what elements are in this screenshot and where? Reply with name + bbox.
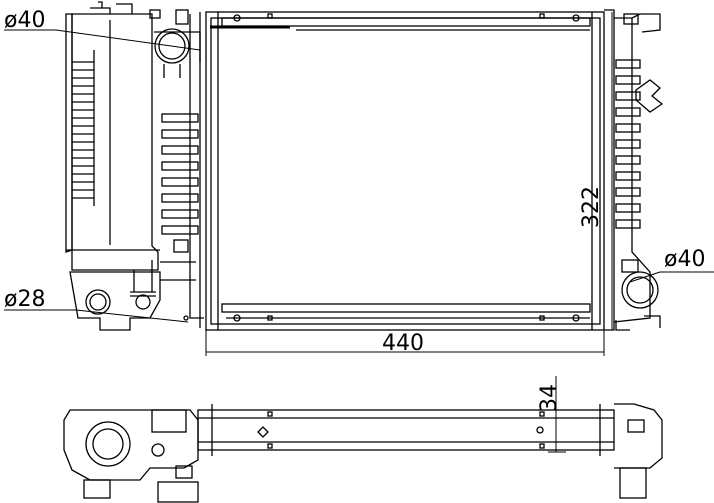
left-tank <box>65 1 204 331</box>
coil-spring <box>72 20 111 245</box>
tank-ribs-left <box>161 113 199 253</box>
dimension-lines <box>4 12 714 453</box>
lower-port-diameter-label: ø28 <box>4 287 45 312</box>
bleed-valve <box>635 79 664 113</box>
bottom-view <box>63 403 663 503</box>
tank-ribs-right <box>615 59 641 229</box>
upper-inlet-diameter-label: ø40 <box>4 8 45 33</box>
lower-outlet-diameter-label: ø40 <box>664 247 705 272</box>
radiator-core <box>205 11 605 331</box>
lower-outlet-port <box>615 259 661 331</box>
core-width-label: 440 <box>382 331 424 356</box>
lower-port <box>69 260 196 331</box>
upper-inlet-port <box>154 28 201 78</box>
right-tank <box>604 9 664 331</box>
core-thickness-label: 34 <box>537 384 562 412</box>
core-height-label: 322 <box>579 186 604 228</box>
